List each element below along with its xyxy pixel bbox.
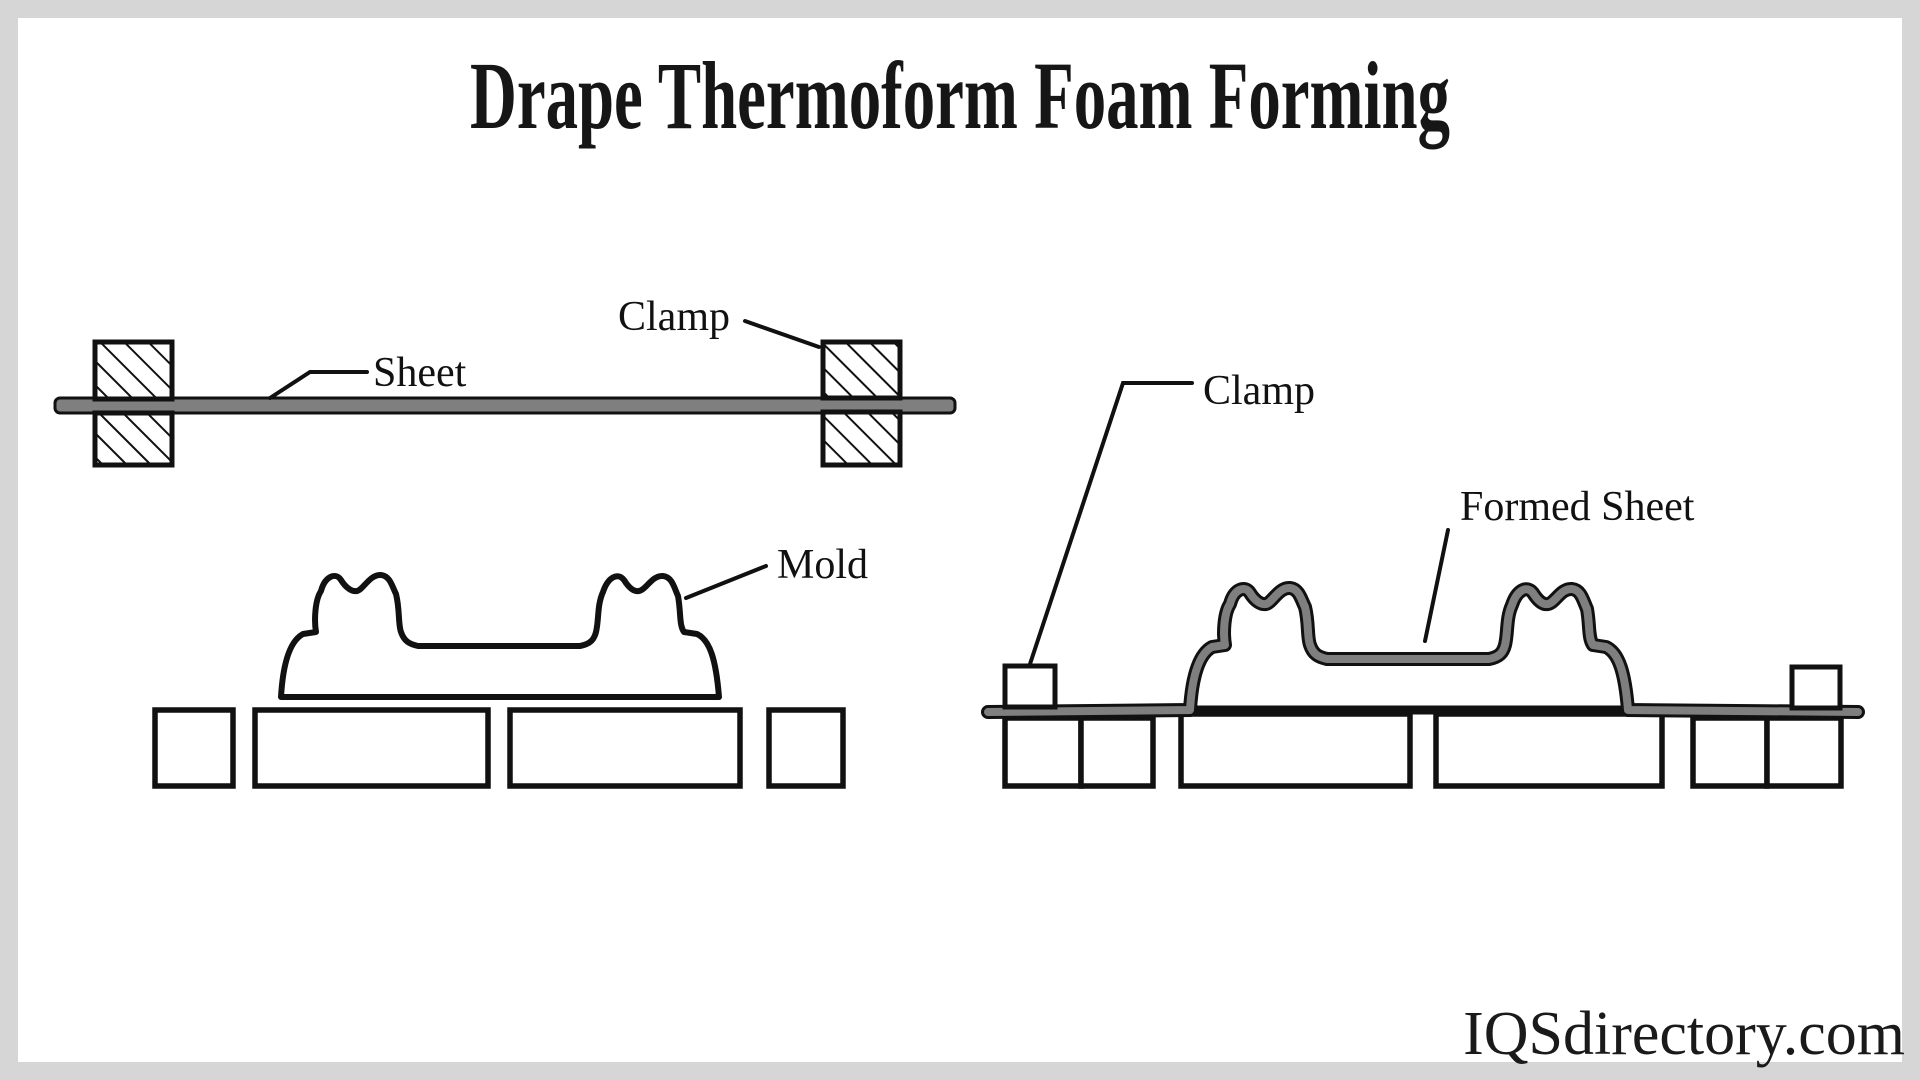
clamp-block-left	[1002, 663, 1058, 710]
platform-block	[1690, 715, 1770, 789]
sheet-bar	[53, 396, 957, 415]
platform-block	[766, 707, 846, 789]
clamp-block-top-right	[820, 339, 903, 401]
platform-block	[152, 707, 236, 789]
canvas	[18, 18, 1902, 1062]
clamp-leader-line	[1028, 381, 1194, 666]
clamp-label: Clamp	[1203, 368, 1315, 414]
clamp-block-bottom-left	[92, 410, 175, 468]
clamp-label: Clamp	[618, 294, 730, 340]
platform-block	[1078, 715, 1156, 789]
clamp-block-top-left	[92, 339, 175, 402]
clamp-block-right	[1789, 664, 1843, 711]
right-diagram-after-forming: Clamp Formed Sheet	[981, 368, 1865, 789]
mold-shape	[278, 572, 722, 700]
page-title: Drape Thermoform Foam Forming	[470, 42, 1450, 149]
mold-leader-line	[684, 564, 768, 600]
sheet-label: Sheet	[373, 350, 467, 396]
platform-block	[1764, 715, 1844, 789]
mold-label: Mold	[777, 542, 868, 588]
platform-block	[1433, 711, 1665, 789]
formed-sheet	[984, 584, 1862, 716]
platform-block	[1002, 715, 1084, 789]
platform-block	[1178, 711, 1413, 789]
sheet-leader-line	[268, 370, 369, 400]
clamp-block-bottom-right	[820, 409, 903, 468]
left-diagram-before-forming: Sheet Clamp Mold	[53, 294, 957, 789]
platform-block	[507, 707, 743, 789]
watermark: IQSdirectory.com	[1463, 1000, 1905, 1068]
formed-sheet-label: Formed Sheet	[1460, 484, 1695, 530]
mold-shape-under-sheet	[1190, 587, 1628, 710]
platform-block	[252, 707, 491, 789]
clamp-leader-line	[743, 319, 821, 349]
formed-sheet-leader-line	[1423, 528, 1450, 643]
